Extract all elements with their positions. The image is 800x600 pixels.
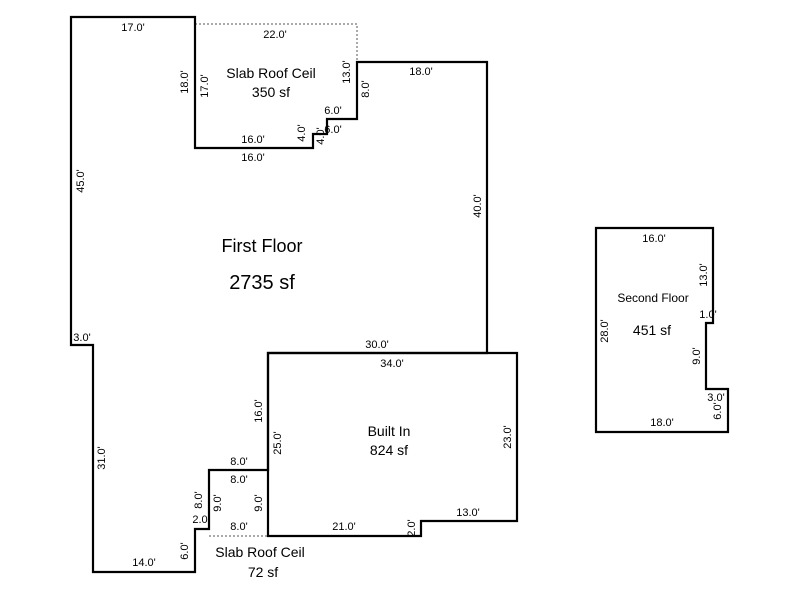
slab-top-sf: 350 sf [252,84,290,100]
built-in-outline [266,351,519,538]
dim-label: 34.0' [380,358,404,370]
dim-label: 45.0' [75,169,87,193]
first-floor-sf: 2735 sf [229,272,295,294]
dim-label: 1.0' [699,309,716,321]
dim-label: 8.0' [193,491,205,508]
dim-label: 17.0' [199,74,211,98]
dim-label: 18.0' [650,417,674,429]
dim-label: 16.0' [241,152,265,164]
dim-label: 8.0' [230,521,247,533]
dim-label: 8.0' [230,456,247,468]
second-floor-sf: 451 sf [633,322,671,338]
dim-label: 9.0' [691,347,703,364]
dim-label: 18.0' [179,70,191,94]
slab-top-dotted-line [195,23,358,62]
slab-bottom-name: Slab Roof Ceil [215,544,305,560]
dim-label: 3.0' [707,392,724,404]
dim-label: 28.0' [599,319,611,343]
dim-label: 31.0' [96,446,108,470]
dim-label: 4.0' [296,124,308,141]
dim-label: 30.0' [365,339,389,351]
dim-label: 16.0' [253,399,265,423]
dim-label: 8.0' [230,474,247,486]
slab-bottom-sf: 72 sf [248,564,278,580]
slab-top-name: Slab Roof Ceil [226,65,316,81]
dim-label: 6.0' [324,124,341,136]
dim-label: 16.0' [642,233,666,245]
dim-label: 23.0' [502,425,514,449]
dim-label: 16.0' [241,134,265,146]
second-floor-name: Second Floor [617,291,688,305]
dim-label: 8.0' [360,80,372,97]
dim-label: 6.0' [712,402,724,419]
dim-label: 21.0' [332,521,356,533]
dim-label: 25.0' [272,431,284,455]
dim-label: 2.0' [406,519,418,536]
dim-label: 13.0' [341,60,353,84]
dim-label: 18.0' [409,66,433,78]
first-floor-outline [69,15,489,574]
dim-label: 17.0' [121,22,145,34]
dim-label: 6.0' [324,105,341,117]
dim-label: 14.0' [132,557,156,569]
dim-label: 3.0' [73,332,90,344]
built-in-sf: 824 sf [370,442,408,458]
second-floor-outline [594,226,730,434]
dim-label: 13.0' [456,507,480,519]
dim-label: 40.0' [472,194,484,218]
dim-label: 22.0' [263,29,287,41]
dim-label: 9.0' [212,494,224,511]
dim-label: 4.0' [315,127,327,144]
dim-label: 13.0' [698,263,710,287]
dim-label: 2.0 [192,514,207,526]
dim-label: 9.0' [253,494,265,511]
dim-label: 6.0' [179,542,191,559]
first-floor-name: First Floor [222,236,303,256]
built-in-name: Built In [368,423,411,439]
